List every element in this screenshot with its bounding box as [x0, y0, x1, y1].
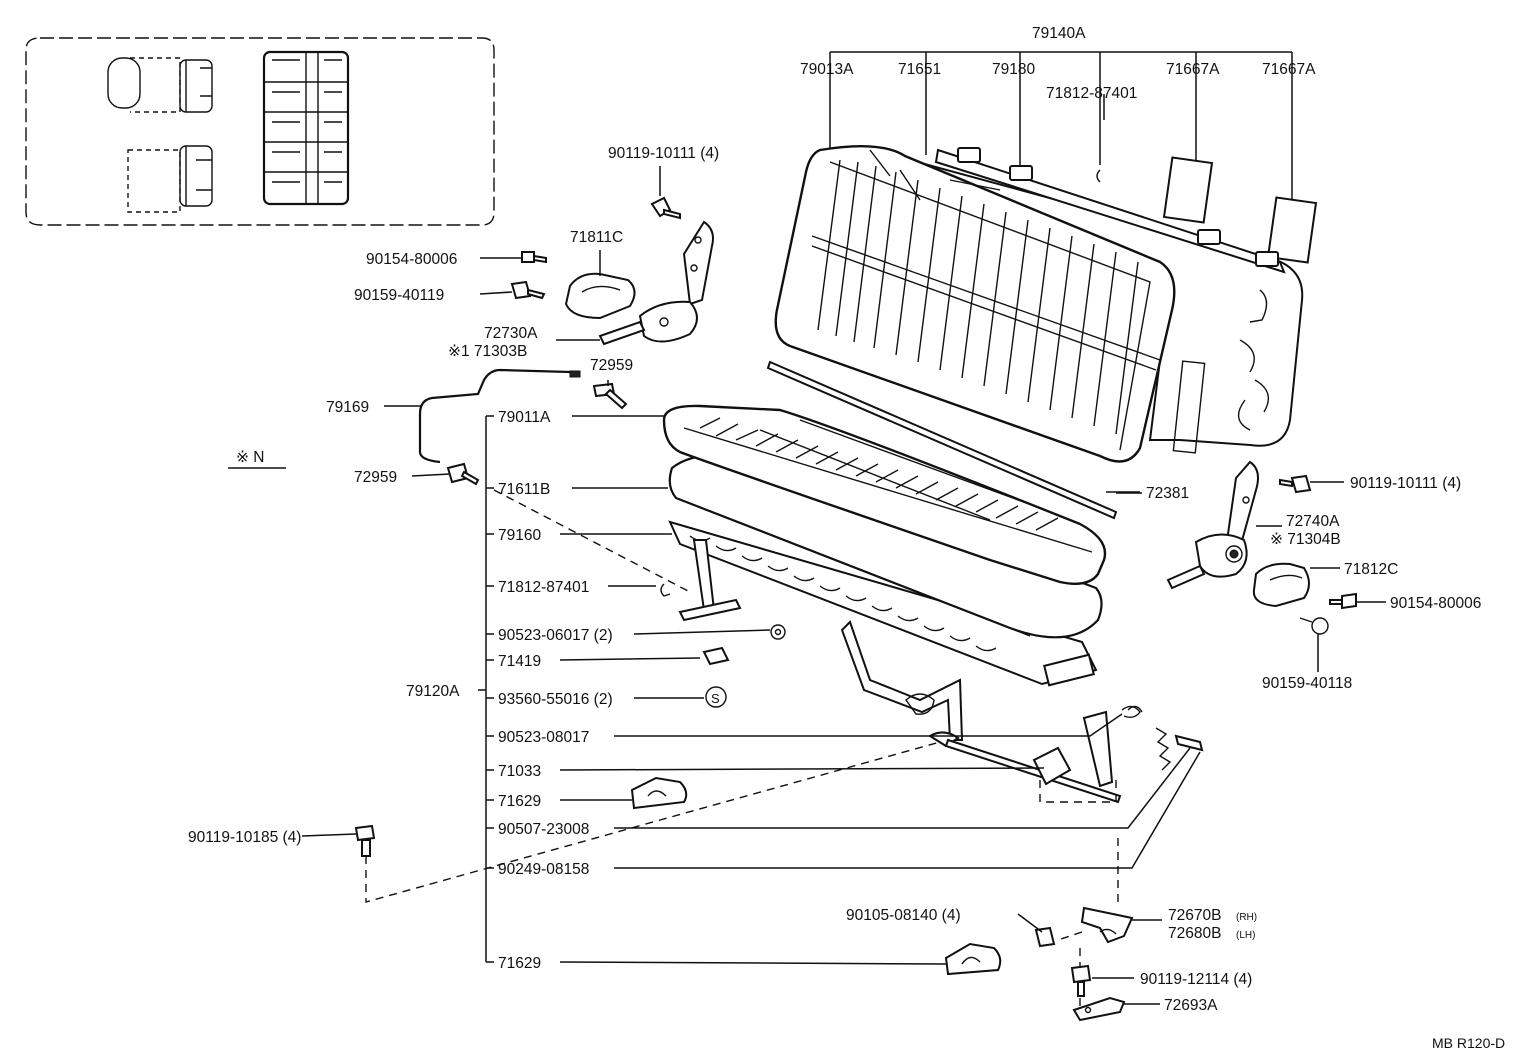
label-71611B: 71611B [498, 481, 550, 498]
rod-79169 [418, 368, 581, 464]
vehicle-locator-inset [25, 37, 495, 226]
left-recliner-hinge [598, 220, 714, 346]
label-90119-10111-right: 90119-10111 (4) [1350, 475, 1461, 492]
label-79011A: 79011A [498, 409, 551, 426]
label-72680B-side: (LH) [1236, 930, 1255, 941]
label-72670B-side: (RH) [1236, 912, 1257, 923]
diagram-code: MB R120-D [1432, 1035, 1505, 1051]
label-71651: 71651 [898, 61, 941, 78]
label-71629-b: 71629 [498, 955, 541, 972]
label-71667A-2: 71667A [1262, 61, 1316, 78]
left-hinge-cover-71811C [564, 272, 636, 320]
label-90159-40119: 90159-40119 [354, 287, 444, 304]
part-number-labels: 79140A 79013A 71651 79180 71812-87401 71… [188, 25, 1505, 1051]
label-90523-08017: 90523-08017 [498, 729, 589, 746]
label-71303B: ※1 71303B [448, 343, 527, 360]
right-recliner-hinge [1166, 460, 1259, 590]
leader-lines [228, 94, 1386, 1010]
label-90159-40118: 90159-40118 [1262, 675, 1352, 692]
label-90523-06017: 90523-06017 (2) [498, 627, 613, 644]
label-90119-10185: 90119-10185 (4) [188, 829, 301, 846]
label-90154-80006-right: 90154-80006 [1390, 595, 1481, 612]
label-72740A: 72740A [1286, 513, 1340, 530]
label-72730A: 72730A [484, 325, 538, 342]
label-79013A: 79013A [800, 61, 854, 78]
label-71812C: 71812C [1344, 561, 1398, 578]
label-71667A-1: 71667A [1166, 61, 1220, 78]
label-71033: 71033 [498, 763, 541, 780]
seat-back-assembly [774, 144, 1318, 463]
right-hinge-cover-71812C [1252, 562, 1310, 608]
label-79160: 79160 [498, 527, 541, 544]
assembly-bracket-79140A [829, 51, 1293, 212]
label-79180: 79180 [992, 61, 1035, 78]
label-90105-08140: 90105-08140 (4) [846, 907, 961, 924]
label-90507-23008: 90507-23008 [498, 821, 589, 838]
rod-72381 [766, 360, 1142, 520]
label-79140A: 79140A [1032, 25, 1086, 42]
fasteners: S [354, 196, 1357, 1022]
label-71419: 71419 [498, 653, 541, 670]
label-72959-left: 72959 [354, 469, 397, 486]
label-90119-10111-left: 90119-10111 (4) [608, 145, 719, 162]
label-79120A: 79120A [406, 683, 460, 700]
label-72680B: 72680B [1168, 925, 1221, 942]
label-72693A: 72693A [1164, 997, 1218, 1014]
label-71812-87401-top: 71812-87401 [1046, 85, 1137, 102]
label-90249-08158: 90249-08158 [498, 861, 589, 878]
label-90154-80006-left: 90154-80006 [366, 251, 457, 268]
label-72381: 72381 [1146, 485, 1189, 502]
label-72670B: 72670B [1168, 907, 1221, 924]
label-79169: 79169 [326, 399, 369, 416]
svg-text:S: S [711, 691, 720, 706]
label-72959-top: 72959 [590, 357, 633, 374]
label-71811C: 71811C [570, 229, 623, 246]
label-71629-a: 71629 [498, 793, 541, 810]
label-90119-12114: 90119-12114 (4) [1140, 971, 1252, 988]
seat-cushion-assembly [662, 404, 1204, 804]
label-93560-55016: 93560-55016 (2) [498, 691, 613, 708]
label-71812-87401-mid: 71812-87401 [498, 579, 589, 596]
label-note-N: ※ N [236, 449, 265, 466]
label-71304B: ※ 71304B [1270, 531, 1341, 548]
